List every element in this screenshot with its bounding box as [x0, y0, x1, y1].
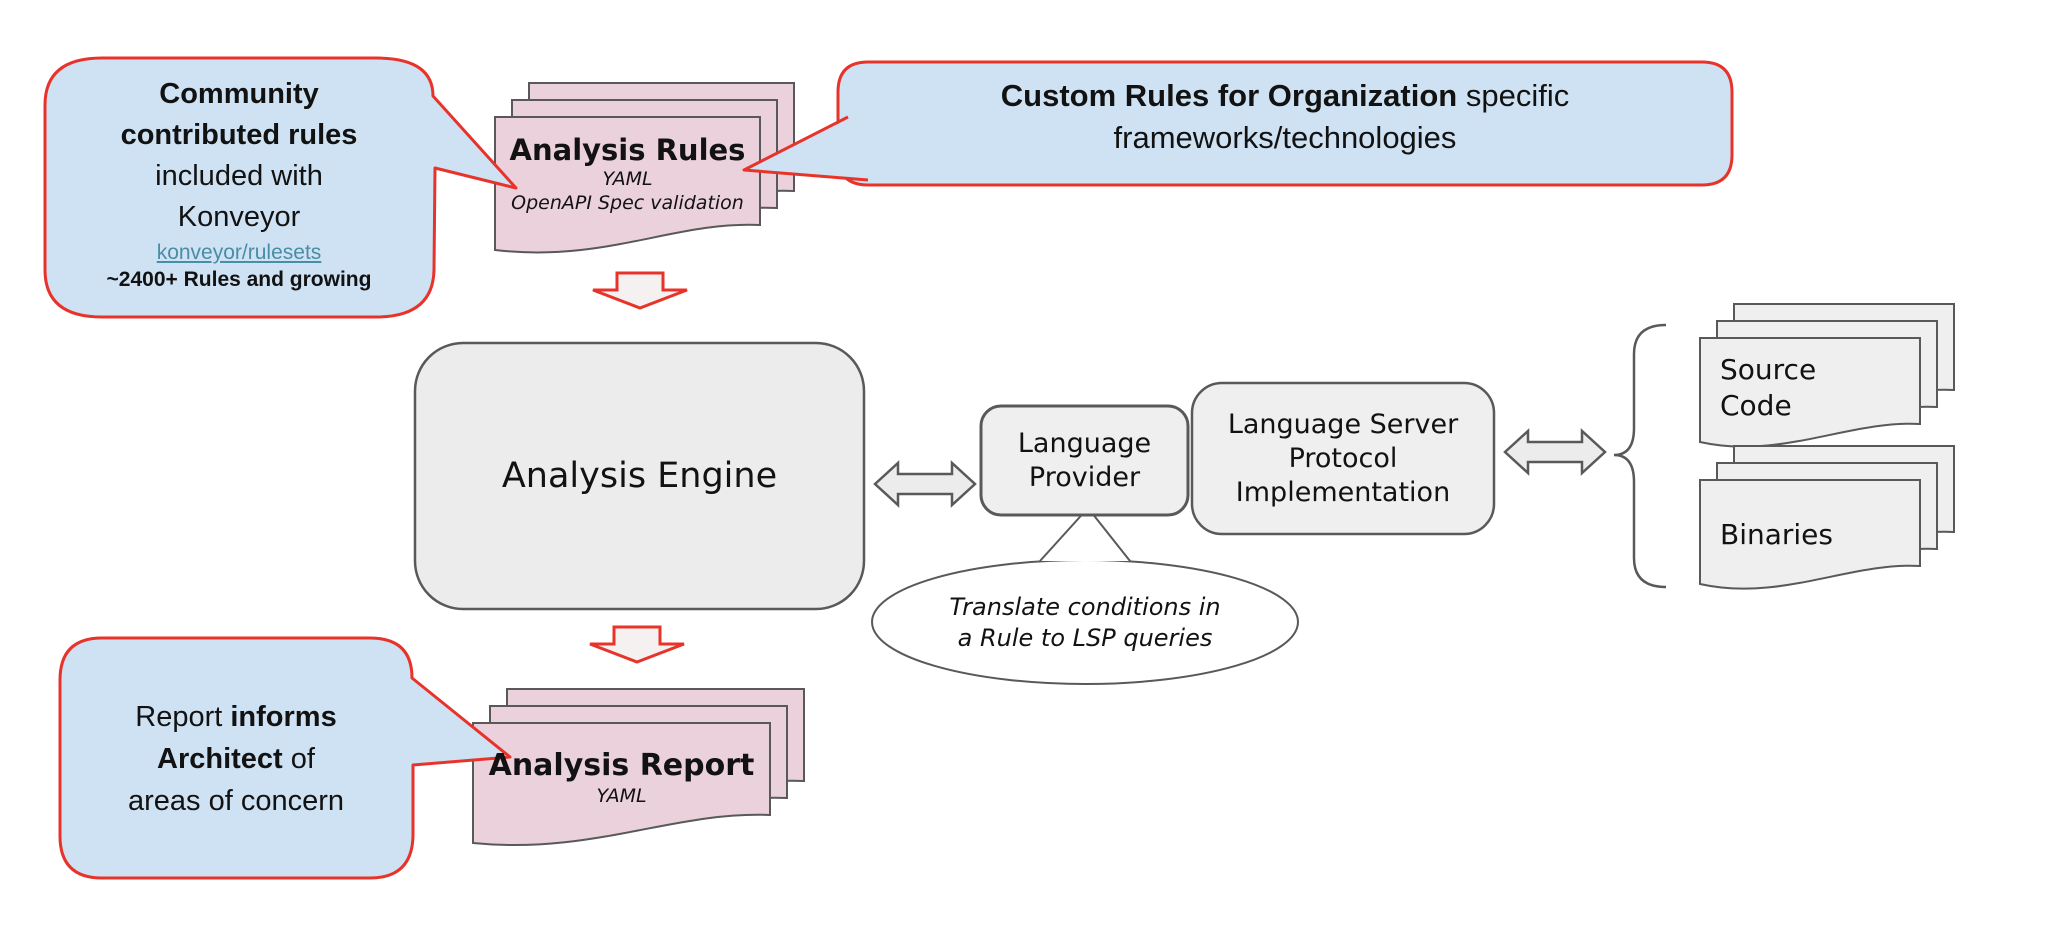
- report-callout-l1-bold: informs: [222, 701, 337, 733]
- analysis-engine-label: Analysis Engine: [501, 456, 778, 496]
- source-code-doc-stack: [1699, 303, 1955, 448]
- community-callout-line4: Konveyor: [177, 201, 301, 233]
- lsp-line1: Language Server: [1227, 408, 1459, 440]
- language-provider-line2: Provider: [1028, 461, 1141, 493]
- analysis-report-sub1: YAML: [596, 785, 647, 807]
- report-callout-l2-bold: Architect: [157, 743, 283, 775]
- community-callout-bubble: [43, 56, 518, 319]
- red-arrow-rules-to-engine: [592, 271, 688, 310]
- curly-brace: [1613, 323, 1667, 589]
- double-arrow-lsp-sources: [1503, 428, 1607, 476]
- source-code-label: Source Code: [1720, 352, 1816, 424]
- analysis-report-title: Analysis Report: [488, 748, 755, 783]
- analysis-engine-box: [413, 341, 866, 611]
- analysis-rules-text: Analysis Rules YAML OpenAPI Spec validat…: [495, 133, 760, 215]
- analysis-report-doc-front: [472, 722, 771, 847]
- translate-note-line2: a Rule to LSP queries: [957, 624, 1213, 652]
- language-provider-box: [979, 404, 1190, 517]
- community-callout-text: Community contributed rules included wit…: [45, 74, 433, 293]
- report-callout-text: Report informs Architect of areas of con…: [60, 696, 412, 822]
- red-arrow-engine-to-report: [589, 625, 685, 664]
- analysis-rules-sub2: OpenAPI Spec validation: [511, 192, 744, 214]
- analysis-rules-doc-front: [494, 116, 761, 254]
- analysis-rules-doc-stack: [494, 82, 795, 254]
- report-callout-l1-regular: Report: [135, 701, 223, 733]
- lsp-line2: Protocol: [1288, 442, 1398, 474]
- konveyor-rulesets-link[interactable]: konveyor/rulesets: [156, 241, 322, 264]
- translate-note-tail-fill: [1040, 508, 1130, 561]
- binaries-doc-front: [1699, 479, 1921, 590]
- custom-rules-bold: Custom Rules for Organization: [1000, 78, 1458, 113]
- custom-rules-regular: specific: [1457, 78, 1570, 113]
- report-callout-l2-regular: of: [282, 743, 315, 775]
- language-provider-label: Language Provider: [981, 406, 1188, 515]
- custom-rules-callout-text: Custom Rules for Organization specific f…: [848, 75, 1722, 159]
- language-provider-line1: Language: [1017, 427, 1152, 459]
- binaries-label: Binaries: [1720, 518, 1833, 551]
- lsp-implementation-box: [1190, 381, 1496, 536]
- custom-rules-line2: frameworks/technologies: [1113, 120, 1457, 155]
- source-code-doc-front: [1699, 337, 1921, 448]
- analysis-rules-sub1: YAML: [602, 168, 653, 190]
- binaries-doc-stack: [1699, 445, 1955, 590]
- source-code-line1: Source: [1720, 353, 1817, 386]
- community-callout-line3: included with: [155, 160, 323, 192]
- analysis-report-doc-stack: [472, 688, 805, 847]
- community-callout-bold-line1: Community: [159, 78, 319, 110]
- analysis-report-text: Analysis Report YAML: [473, 748, 770, 808]
- lsp-implementation-label: Language Server Protocol Implementation: [1192, 383, 1494, 534]
- custom-rules-callout-tail-fill: [744, 120, 866, 179]
- community-callout-bold-line2: contributed rules: [120, 119, 358, 151]
- translate-note-line1: Translate conditions in: [949, 593, 1221, 621]
- source-code-line2: Code: [1720, 389, 1792, 422]
- report-callout-bubble: [58, 636, 512, 880]
- analysis-rules-title: Analysis Rules: [509, 133, 746, 167]
- lsp-line3: Implementation: [1235, 476, 1451, 508]
- community-callout-note: ~2400+ Rules and growing: [106, 268, 372, 291]
- double-arrow-engine-provider: [873, 460, 977, 508]
- custom-rules-callout-tail: [742, 115, 869, 182]
- custom-rules-callout-bubble: [836, 60, 1734, 187]
- translate-note-text: Translate conditions in a Rule to LSP qu…: [872, 592, 1298, 654]
- report-callout-l3: areas of concern: [127, 785, 344, 817]
